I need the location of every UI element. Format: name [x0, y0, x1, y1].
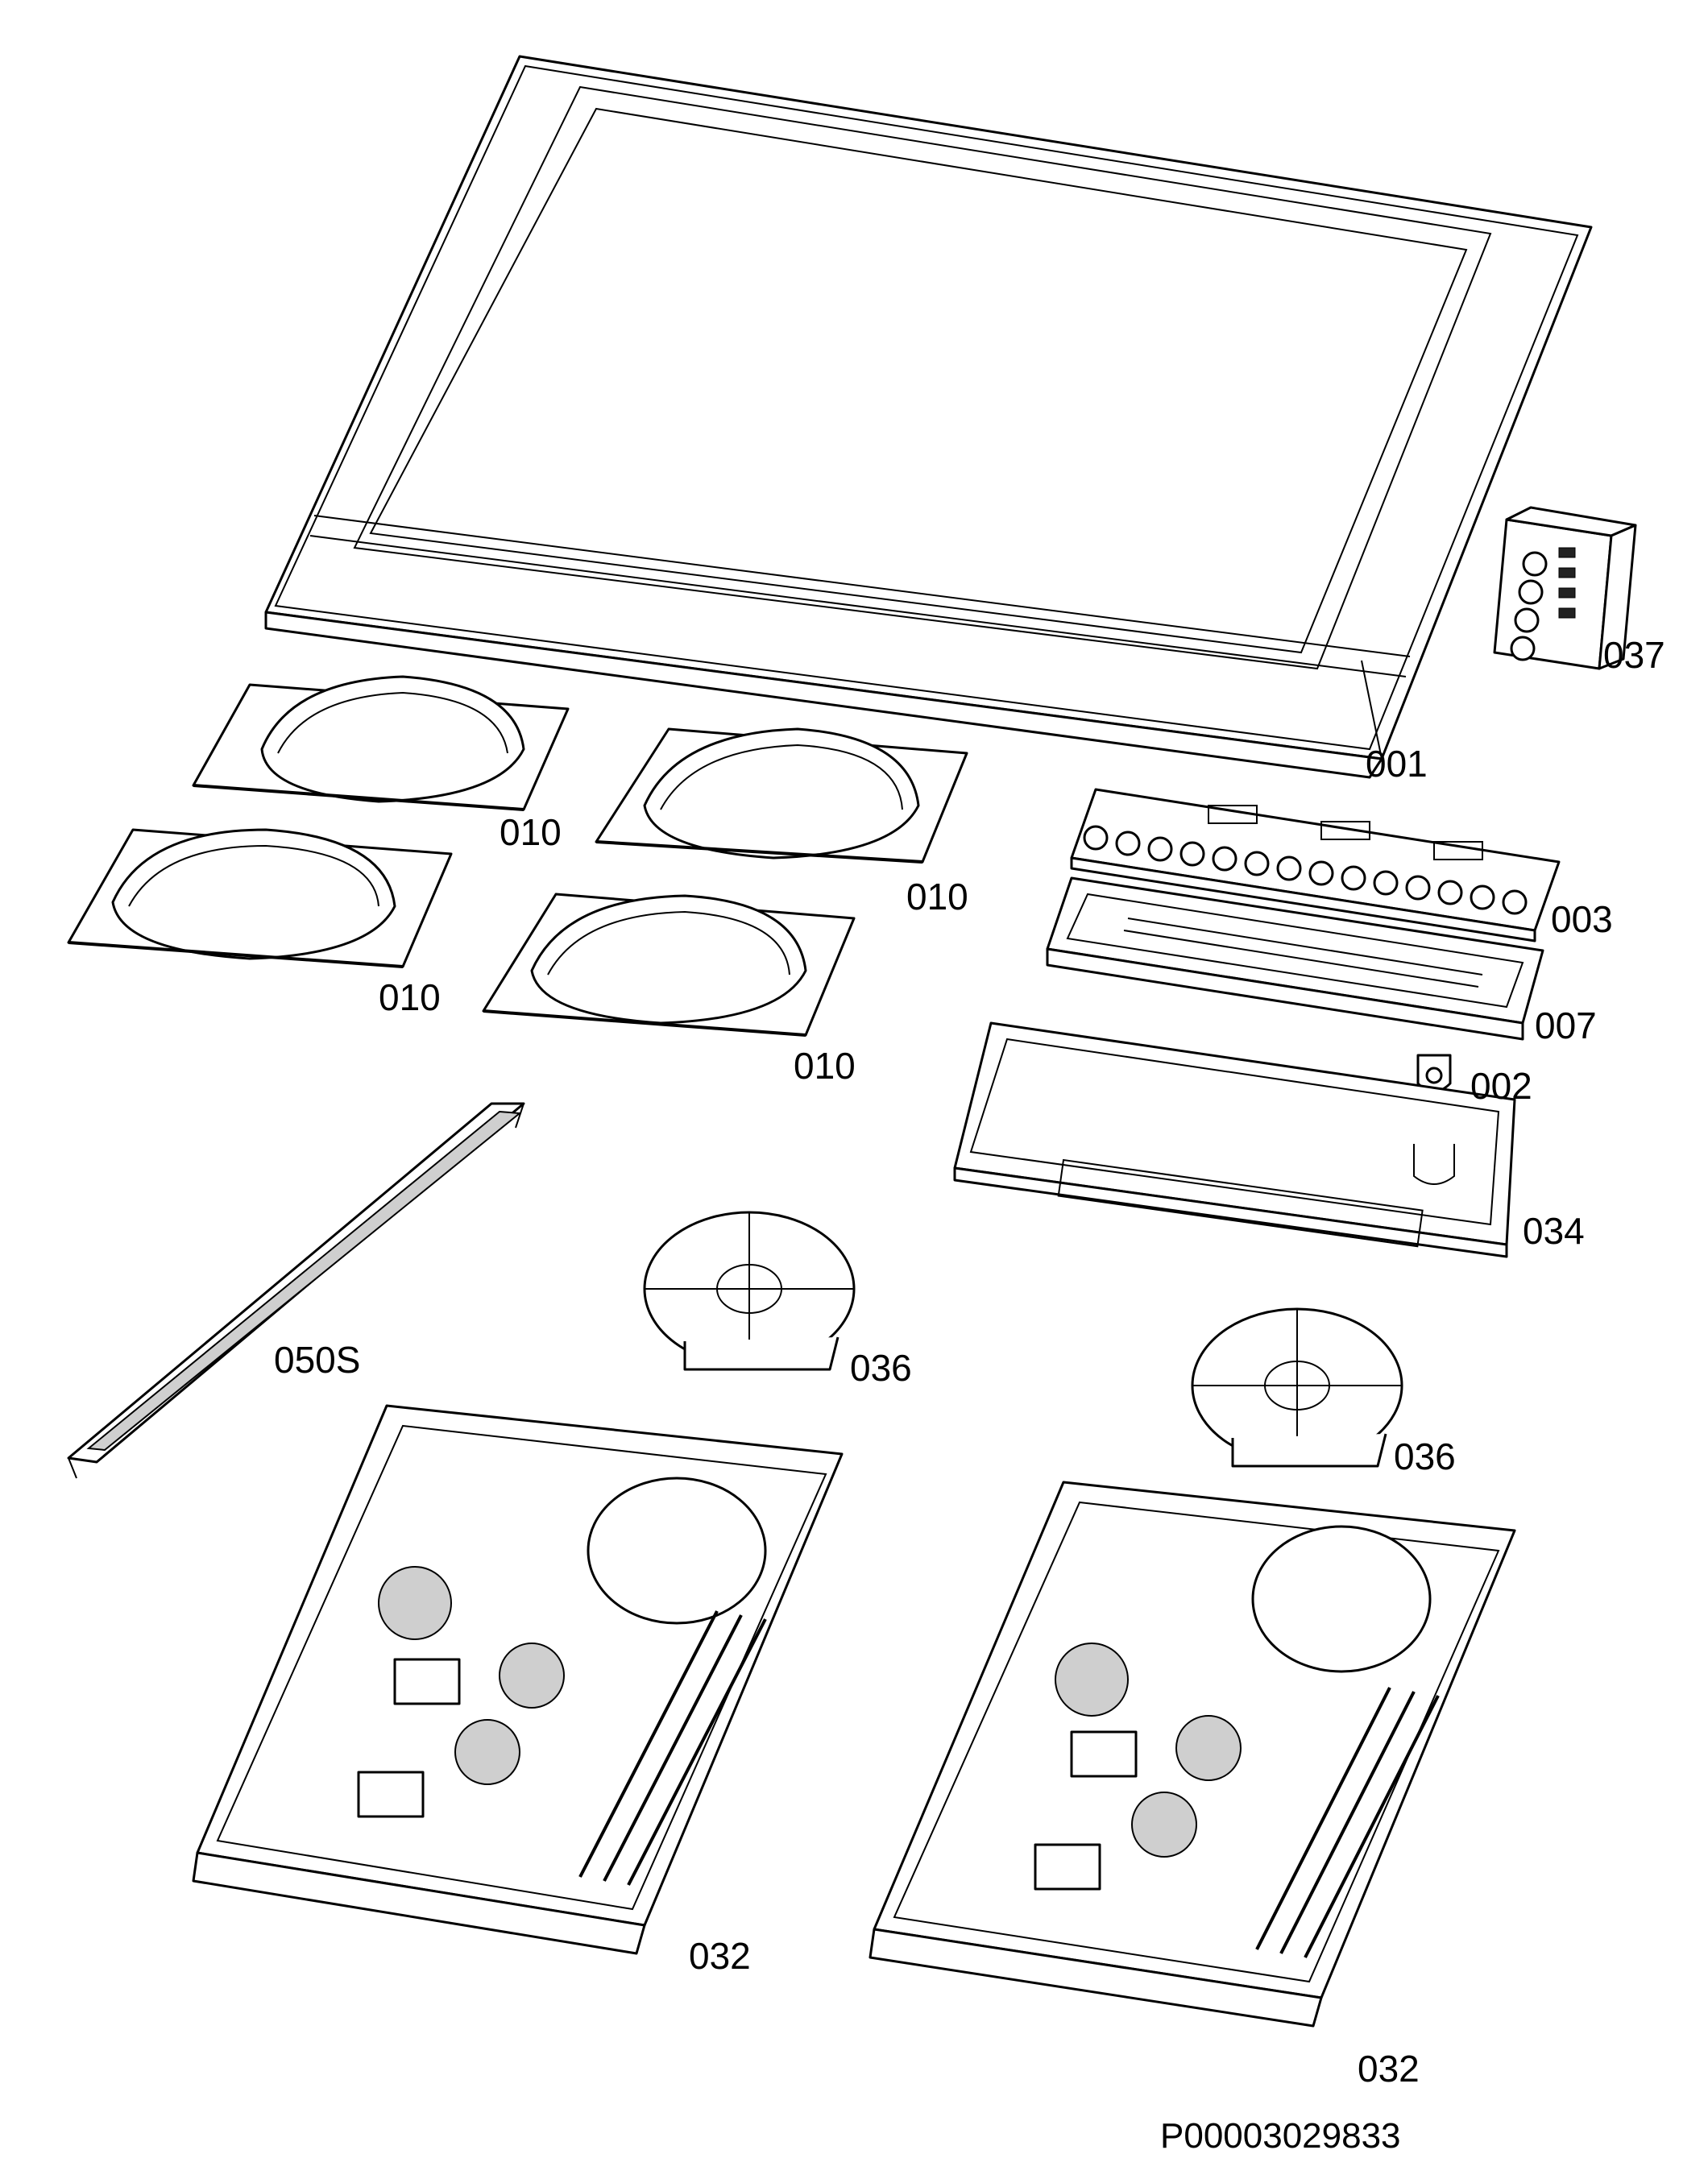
part-003-control-board — [1070, 788, 1561, 942]
label-037-terminal: 037 — [1603, 634, 1665, 676]
part-010-coil-d — [482, 893, 856, 1037]
label-003: 003 — [1551, 898, 1613, 940]
label-002: 002 — [1470, 1065, 1532, 1107]
label-001-glass: 001 — [1366, 743, 1428, 785]
label-032-a: 032 — [689, 1935, 751, 1977]
label-034: 034 — [1523, 1210, 1585, 1252]
label-007: 007 — [1535, 1005, 1597, 1046]
part-036-fan-guard-a — [643, 1211, 856, 1371]
part-032-power-module-b — [869, 1481, 1516, 2028]
part-007-board-housing — [1046, 876, 1544, 1041]
label-010-d: 010 — [794, 1045, 856, 1087]
label-036-b: 036 — [1394, 1435, 1456, 1477]
part-034-lower-housing — [953, 1021, 1516, 1258]
part-010-coil-c — [67, 828, 453, 968]
label-032-b: 032 — [1358, 2048, 1420, 2090]
label-050S: 050S — [274, 1339, 361, 1381]
part-010-coil-b — [595, 727, 968, 864]
part-010-coil-a — [192, 675, 570, 811]
part-001-glass-top — [264, 55, 1593, 779]
label-010-c: 010 — [379, 976, 441, 1018]
part-036-fan-guard-b — [1191, 1307, 1403, 1468]
document-id: P00003029833 — [1160, 2116, 1401, 2156]
part-050S-rail — [67, 1102, 525, 1479]
part-037-terminal-block — [1493, 506, 1637, 670]
part-032-power-module-a — [192, 1404, 844, 1955]
label-010-a: 010 — [500, 811, 562, 853]
label-036-a: 036 — [850, 1347, 912, 1389]
label-010-b: 010 — [906, 876, 968, 918]
